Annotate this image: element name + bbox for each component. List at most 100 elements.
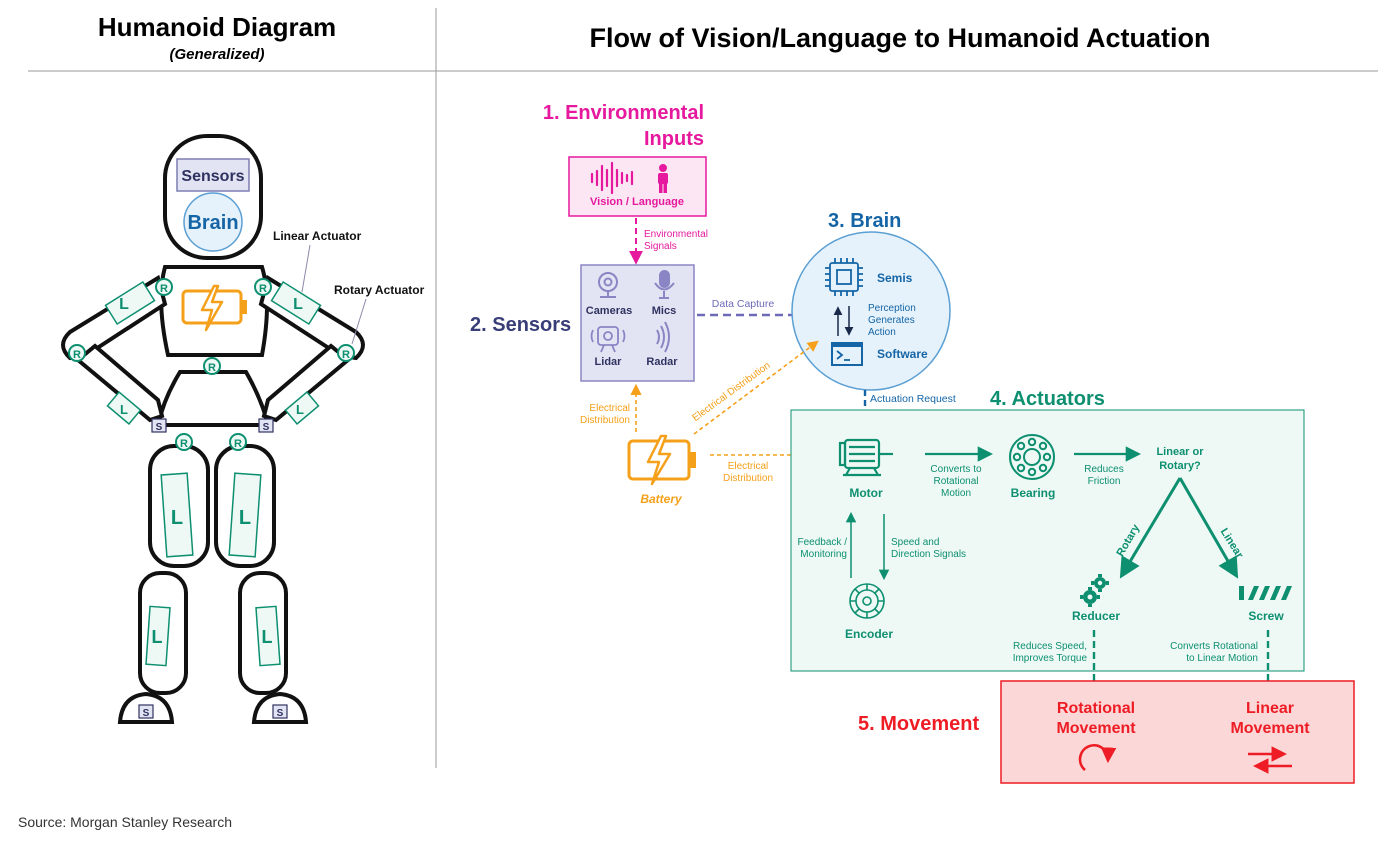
robot-pelvis: [155, 370, 271, 427]
lin-move-line1: Linear: [1246, 700, 1294, 717]
speed-line1: Speed and: [891, 537, 939, 548]
right-title: Flow of Vision/Language to Humanoid Actu…: [590, 23, 1211, 53]
l-label-6: L: [239, 507, 251, 529]
rotary-joints: R R R R R R R: [68, 278, 355, 451]
reducer-note-line2: Improves Torque: [1013, 653, 1088, 664]
left-subtitle: (Generalized): [169, 46, 264, 63]
dist-left-line1: Electrical: [589, 403, 630, 414]
linear-actuator-left-forearm: [106, 391, 142, 425]
linear-actuators: [104, 280, 322, 667]
env-inputs-section: 1. Environmental Inputs Vision / Languag…: [543, 102, 708, 265]
actuators-heading: 4. Actuators: [990, 388, 1105, 410]
rotary-joint: R: [254, 278, 272, 296]
movement-box: [1000, 680, 1355, 784]
l-label-2: L: [293, 296, 303, 313]
svg-text:R: R: [180, 438, 188, 450]
reduces-line2: Friction: [1088, 476, 1121, 487]
converts-line3: Motion: [941, 488, 971, 499]
motor-label: Motor: [849, 486, 883, 500]
rotary-joint: R: [337, 344, 355, 362]
sensor-marker: S: [272, 704, 288, 719]
rot-move-line2: Movement: [1056, 720, 1136, 737]
actuators-section: 4. Actuators Motor Converts to Rotationa…: [790, 388, 1305, 698]
sensor-cameras: Cameras: [586, 305, 632, 317]
encoder-label: Encoder: [845, 627, 893, 641]
env-heading-line2: Inputs: [644, 128, 704, 150]
linear-letters: L L L L L L L L: [119, 296, 304, 647]
sensor-mics: Mics: [652, 305, 676, 317]
env-input-box: [568, 156, 707, 217]
screw-note-line2: to Linear Motion: [1186, 653, 1258, 664]
svg-text:R: R: [160, 283, 168, 295]
l-label-1: L: [119, 296, 129, 313]
env-signal-line2: Signals: [644, 241, 677, 252]
camera-icon: [598, 272, 618, 298]
sensors-section: 2. Sensors Cameras Mics Lidar Radar Data…: [470, 264, 814, 382]
converts-line2: Rotational: [933, 476, 978, 487]
linear-actuator-left-shin: [145, 605, 171, 667]
lidar-icon: [590, 326, 626, 353]
head-brain-label: Brain: [187, 212, 238, 234]
encoder-icon: [849, 583, 885, 619]
screw-label: Screw: [1248, 609, 1284, 623]
l-label-4: L: [296, 402, 304, 417]
actuation-request-label: Actuation Request: [870, 393, 956, 405]
linear-actuator-left-thigh: [160, 472, 194, 558]
svg-text:S: S: [143, 708, 150, 719]
screw-icon: [1239, 586, 1292, 600]
choice-line1: Linear or: [1156, 446, 1204, 458]
linear-actuator-right-forearm: [284, 391, 320, 425]
brain-perception-1: Perception: [868, 303, 916, 314]
choice-line2: Rotary?: [1159, 460, 1201, 472]
speed-line2: Direction Signals: [891, 549, 966, 560]
linear-branch-arrow: [1178, 477, 1239, 579]
svg-text:S: S: [156, 422, 163, 433]
person-icon: [658, 164, 668, 193]
torso-battery-icon: [181, 284, 247, 332]
rotary-joint: R: [175, 433, 193, 451]
brain-software: Software: [877, 347, 928, 361]
rotary-joint: R: [229, 433, 247, 451]
linear-actuator-right-arm: [270, 280, 322, 326]
battery-icon: [627, 434, 696, 486]
left-title: Humanoid Diagram: [98, 12, 336, 42]
converts-line1: Converts to: [930, 464, 982, 475]
svg-text:R: R: [234, 438, 242, 450]
l-label-3: L: [120, 402, 128, 417]
l-label-7: L: [152, 627, 163, 647]
reducer-note-line1: Reduces Speed,: [1013, 641, 1087, 652]
brain-perception-2: Generates: [868, 315, 915, 326]
dist-right-line2: Distribution: [723, 473, 773, 484]
battery-to-brain: [693, 340, 819, 435]
battery-label: Battery: [640, 492, 683, 506]
brain-section: 3. Brain Semis Perception Generates Acti…: [791, 210, 956, 432]
svg-text:R: R: [342, 349, 350, 361]
sensor-lidar: Lidar: [595, 356, 623, 368]
motor-icon: [838, 438, 893, 477]
env-box-label: Vision / Language: [590, 196, 684, 208]
callout-linear-actuator: Linear Actuator: [273, 229, 362, 243]
svg-text:S: S: [277, 708, 284, 719]
radar-icon: [656, 321, 670, 353]
l-label-8: L: [262, 627, 273, 647]
movement-heading: 5. Movement: [858, 713, 979, 735]
rotation-icon: [1078, 744, 1117, 771]
sensors-heading: 2. Sensors: [470, 314, 571, 336]
rotary-joint: R: [203, 357, 221, 375]
head-sensors-box: [176, 158, 250, 192]
callout-rotary-actuator: Rotary Actuator: [334, 283, 425, 297]
mic-icon: [654, 270, 675, 299]
dist-diag-label: Electrical Distribution: [691, 360, 773, 424]
rotary-branch-arrow: [1119, 477, 1182, 579]
feedback-line1: Feedback /: [798, 537, 848, 548]
callout-rotary-line: [351, 298, 367, 345]
l-label-5: L: [171, 507, 183, 529]
humanoid-figure: [61, 134, 365, 724]
bearing-icon: [1009, 434, 1055, 480]
linear-actuator-left-arm: [104, 280, 156, 326]
svg-text:R: R: [73, 349, 81, 361]
left-panel: Humanoid Diagram (Generalized): [28, 8, 1378, 768]
head-brain-circle: [183, 192, 243, 252]
sensor-marker: S: [151, 418, 167, 433]
